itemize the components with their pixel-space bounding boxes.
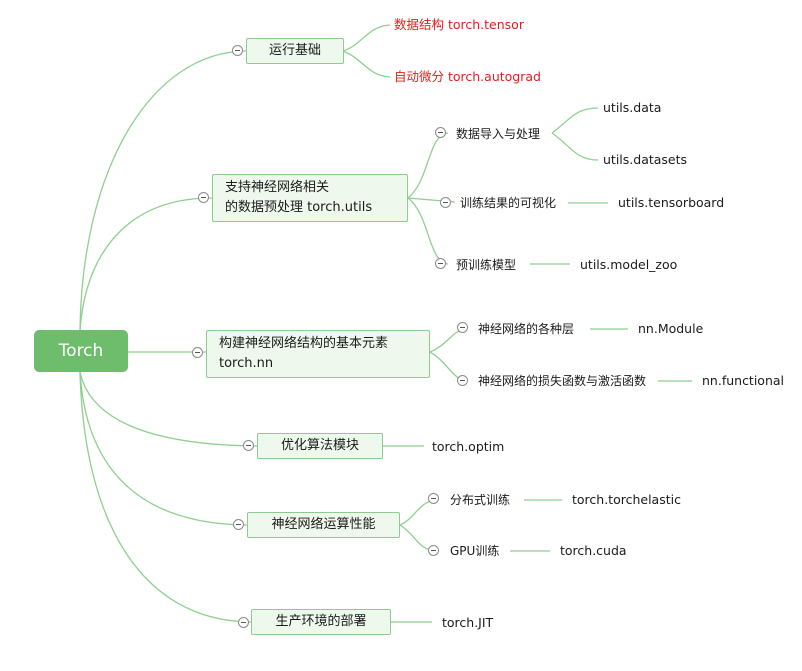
sub-node-nn-layers[interactable]: 神经网络的各种层: [478, 322, 575, 336]
leaf-utils-tensorboard[interactable]: utils.tensorboard: [618, 195, 725, 210]
branch-node-torch-utils[interactable]: 支持神经网络相关 的数据预处理 torch.utils: [212, 174, 408, 222]
sub-node-loss-activation[interactable]: 神经网络的损失函数与激活函数: [478, 374, 647, 388]
branch-label: 运行基础: [268, 43, 321, 58]
collapse-icon[interactable]: [243, 440, 254, 451]
leaf-nn-functional[interactable]: nn.functional: [702, 373, 785, 388]
branch-node-optim[interactable]: 优化算法模块: [257, 433, 383, 459]
leaf-utils-model-zoo[interactable]: utils.model_zoo: [580, 257, 678, 272]
leaf-torch-cuda[interactable]: torch.cuda: [560, 543, 627, 558]
branch-label: 优化算法模块: [280, 438, 359, 453]
leaf-torch-jit[interactable]: torch.JIT: [442, 615, 494, 630]
collapse-icon[interactable]: [192, 347, 203, 358]
sub-node-distributed-training[interactable]: 分布式训练: [450, 493, 511, 507]
branch-label-line2: torch.nn: [219, 356, 274, 371]
connector-b1-c2: [342, 50, 391, 78]
collapse-icon[interactable]: [435, 127, 446, 138]
leaf-torch-tensor[interactable]: 数据结构 torch.tensor: [394, 17, 524, 32]
leaf-nn-module[interactable]: nn.Module: [638, 321, 704, 336]
branch-node-runtime-basics[interactable]: 运行基础: [246, 38, 344, 64]
leaf-torch-torchelastic[interactable]: torch.torchelastic: [572, 492, 681, 507]
branch-node-torch-nn[interactable]: 构建神经网络结构的基本元素 torch.nn: [206, 330, 430, 378]
collapse-icon[interactable]: [440, 197, 451, 208]
connector-b2-c3: [407, 197, 449, 265]
sub-node-data-import[interactable]: 数据导入与处理: [456, 127, 541, 141]
leaf-utils-datasets[interactable]: utils.datasets: [603, 152, 688, 167]
connector-b2c1-l2: [551, 132, 599, 161]
leaf-torch-optim[interactable]: torch.optim: [432, 439, 505, 454]
branch-label-line1: 支持神经网络相关: [225, 180, 330, 195]
branch-label-line2: 的数据预处理 torch.utils: [225, 200, 373, 215]
branch-label: 神经网络运算性能: [271, 517, 376, 532]
branch-node-performance[interactable]: 神经网络运算性能: [247, 512, 400, 538]
collapse-icon[interactable]: [457, 375, 468, 386]
connector-root-b5: [79, 371, 248, 526]
collapse-icon[interactable]: [428, 545, 439, 556]
connector-b5-c1: [399, 499, 437, 526]
collapse-icon[interactable]: [457, 322, 468, 333]
collapse-icon[interactable]: [428, 493, 439, 504]
connector-b2-c1: [407, 132, 449, 199]
connector-b2c1-l1: [551, 107, 599, 134]
collapse-icon[interactable]: [232, 45, 243, 56]
branch-label-line1: 构建神经网络结构的基本元素: [219, 336, 389, 351]
collapse-icon[interactable]: [198, 192, 209, 203]
collapse-icon[interactable]: [233, 519, 244, 530]
connector-root-b6: [79, 371, 252, 623]
connector-root-b2: [79, 197, 213, 331]
sub-node-visualization[interactable]: 训练结果的可视化: [460, 196, 557, 210]
collapse-icon[interactable]: [238, 617, 249, 628]
branch-label: 生产环境的部署: [275, 614, 367, 629]
branch-node-deployment[interactable]: 生产环境的部署: [251, 609, 391, 635]
collapse-icon[interactable]: [435, 258, 446, 269]
connector-b1-c1: [342, 24, 391, 52]
leaf-torch-autograd[interactable]: 自动微分 torch.autograd: [394, 69, 541, 84]
sub-node-pretrained-models[interactable]: 预训练模型: [456, 258, 517, 272]
connector-root-b1: [79, 50, 247, 331]
root-node-torch[interactable]: Torch: [34, 330, 128, 372]
sub-node-gpu-training[interactable]: GPU训练: [450, 544, 500, 558]
leaf-utils-data[interactable]: utils.data: [603, 100, 662, 115]
connector-root-b4: [79, 371, 258, 447]
